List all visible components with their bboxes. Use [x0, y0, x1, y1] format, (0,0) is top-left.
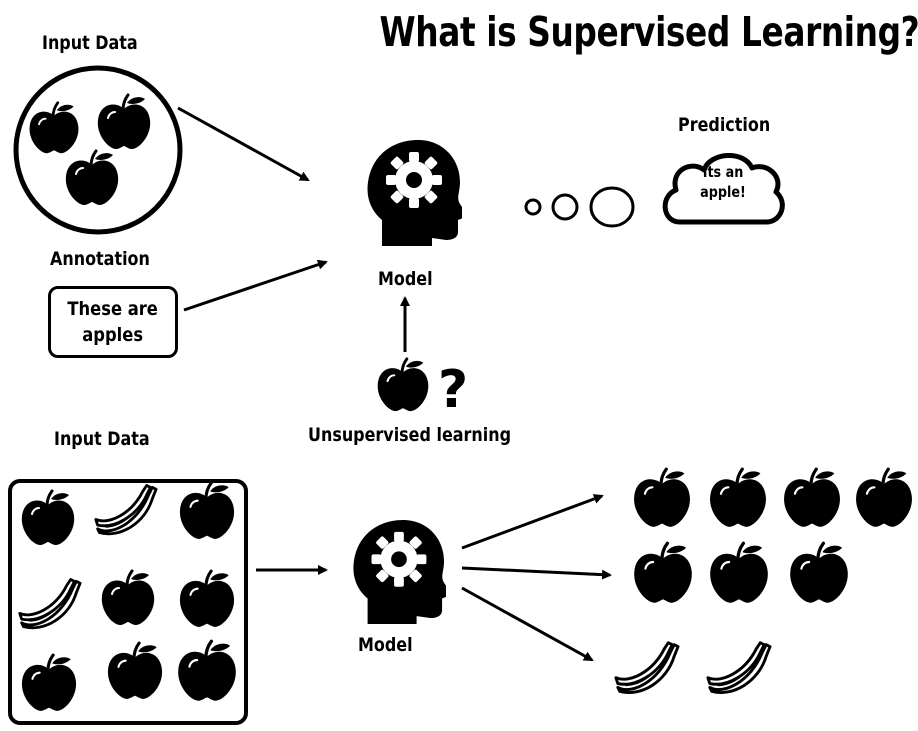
apple-icon — [708, 467, 768, 529]
arrow-icon — [183, 259, 328, 312]
apple-icon — [632, 541, 694, 605]
thought-bubble-icon — [551, 193, 579, 221]
arrow-icon — [461, 566, 612, 580]
thought-bubble-icon — [524, 198, 542, 216]
head-gear-icon — [353, 520, 446, 624]
apple-icon — [708, 541, 770, 605]
apple-icon — [788, 541, 850, 605]
input-data-label-bottom: Input Data — [54, 428, 150, 450]
model-label: Model — [378, 268, 433, 290]
annotation-box: These are apples — [48, 286, 178, 358]
question-mark: ? — [438, 360, 469, 420]
apple-icon — [782, 467, 842, 529]
apple-icon — [632, 467, 692, 529]
page-title: What is Supervised Learning? — [379, 8, 918, 56]
prediction-label: Prediction — [678, 114, 771, 136]
model-label-bottom: Model — [358, 634, 413, 656]
arrow-icon — [461, 494, 604, 550]
arrow-icon — [177, 106, 310, 182]
annotation-text: These are apples — [67, 298, 159, 346]
banana-icon — [706, 641, 772, 695]
thought-bubble-icon — [589, 186, 635, 228]
banana-icon — [614, 641, 680, 695]
apple-icon — [854, 467, 914, 529]
prediction-cloud — [662, 153, 785, 225]
unsupervised-caption: Unsupervised learning — [308, 424, 512, 446]
arrow-icon — [461, 586, 594, 662]
input-data-label: Input Data — [42, 32, 138, 54]
annotation-label: Annotation — [50, 248, 150, 270]
head-gear-icon — [367, 140, 462, 246]
prediction-text: Its an apple! — [700, 163, 746, 201]
apple-icon — [376, 357, 430, 413]
